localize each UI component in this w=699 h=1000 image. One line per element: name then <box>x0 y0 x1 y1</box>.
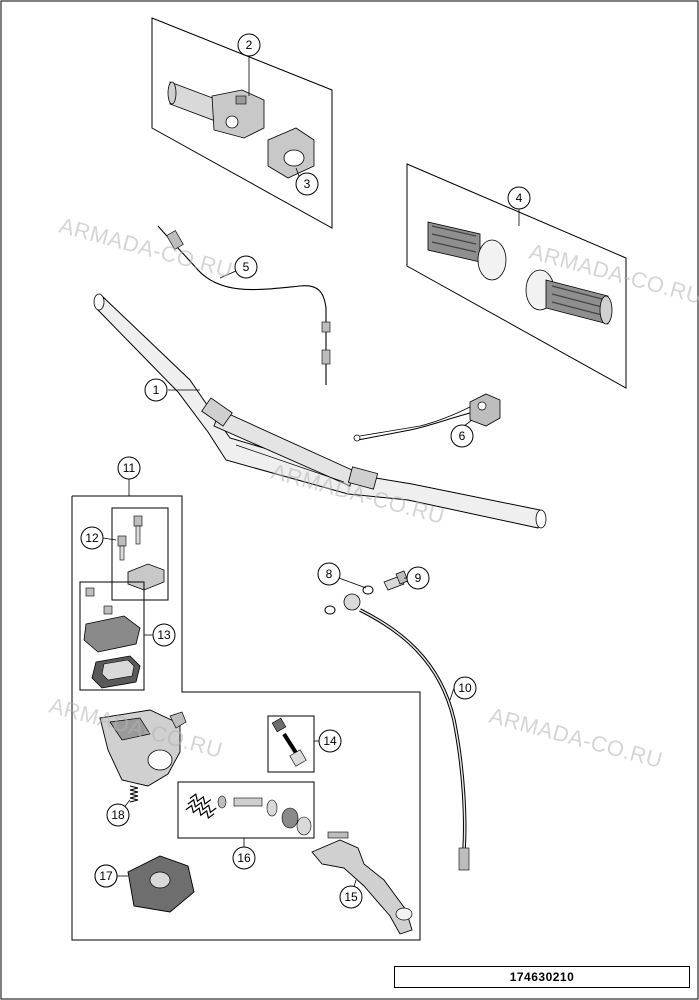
svg-text:14: 14 <box>323 734 337 748</box>
svg-text:12: 12 <box>85 531 99 545</box>
svg-text:15: 15 <box>344 890 358 904</box>
callout-5: 5 <box>234 255 258 279</box>
callout-4: 4 <box>507 186 531 210</box>
callout-15: 15 <box>339 885 363 909</box>
reservoir-cover-group <box>79 581 145 691</box>
clutch-lever <box>311 831 413 935</box>
callout-10: 10 <box>453 676 477 700</box>
callout-14: 14 <box>318 729 342 753</box>
kill-switch <box>353 393 501 442</box>
svg-text:11: 11 <box>123 461 136 475</box>
callout-12: 12 <box>80 526 104 550</box>
svg-text:3: 3 <box>304 177 311 191</box>
svg-text:4: 4 <box>516 191 523 205</box>
clamp-group <box>111 507 169 601</box>
callout-9: 9 <box>406 566 430 590</box>
svg-text:10: 10 <box>458 681 472 695</box>
svg-text:5: 5 <box>243 260 250 274</box>
bolt-group <box>267 715 315 773</box>
master-cylinder-body <box>99 709 187 787</box>
svg-text:1: 1 <box>153 383 160 397</box>
throttle-group-panel <box>151 17 333 229</box>
brake-hose-parts <box>324 570 470 871</box>
svg-text:17: 17 <box>99 869 113 883</box>
callout-11: 11 <box>117 456 141 480</box>
svg-text:13: 13 <box>157 628 171 642</box>
svg-text:16: 16 <box>237 851 251 865</box>
callout-13: 13 <box>152 623 176 647</box>
lever-guard <box>127 855 195 913</box>
callout-3: 3 <box>295 172 319 196</box>
document-number-box: 174630210 <box>394 966 690 988</box>
grips-group-panel <box>406 163 627 389</box>
watermark-text: ARMADA-CO.RU <box>487 703 666 773</box>
clutch-assembly-outline <box>71 495 421 941</box>
svg-text:6: 6 <box>459 429 466 443</box>
throttle-cable <box>157 225 331 385</box>
svg-text:9: 9 <box>415 571 422 585</box>
document-number: 174630210 <box>509 970 575 984</box>
watermark-text: ARMADA-CO.RU <box>57 213 236 283</box>
callout-1: 1 <box>144 378 168 402</box>
svg-text:2: 2 <box>246 38 253 52</box>
spring-18 <box>129 785 139 803</box>
svg-text:18: 18 <box>111 808 125 822</box>
callout-6: 6 <box>450 424 474 448</box>
piston-kit-group <box>177 781 315 839</box>
callout-2: 2 <box>237 33 261 57</box>
callout-17: 17 <box>94 864 118 888</box>
callout-18: 18 <box>106 803 130 827</box>
callout-16: 16 <box>232 846 256 870</box>
callout-8: 8 <box>317 562 341 586</box>
handlebar <box>93 293 547 529</box>
svg-text:8: 8 <box>326 567 333 581</box>
